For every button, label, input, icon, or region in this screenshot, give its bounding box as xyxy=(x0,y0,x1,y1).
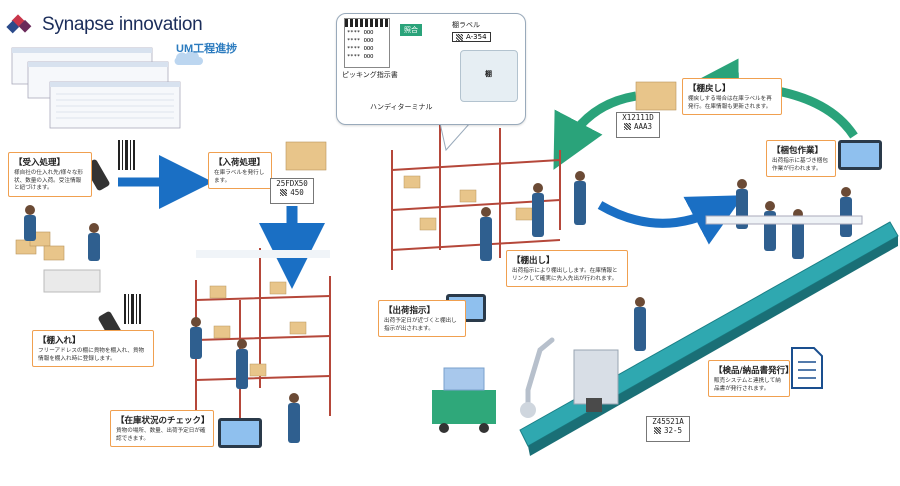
step-title: 【棚入れ】 xyxy=(38,336,81,346)
cart-icon xyxy=(432,367,496,433)
step-desc: 出荷指示に基づき梱包作業が行われます。 xyxy=(772,158,828,172)
step-shipping-instr: 【出荷指示】 出荷予定日が近づくと棚出し指示が出されます。 xyxy=(378,300,466,338)
sheet-cell: OOO xyxy=(363,54,374,60)
terminal-label: ハンディターミナル xyxy=(370,103,433,111)
label-qty: AAA3 xyxy=(633,122,653,131)
step-arrival: 【入荷処理】 在庫ラベルを発行します。 xyxy=(208,152,272,190)
step-inspection: 【検品/納品書発行】 販売システムと連携して納品書が発行されます。 xyxy=(708,360,794,398)
conveyor-box-dark xyxy=(586,398,602,412)
step-title: 【梱包作業】 xyxy=(772,146,824,156)
label-qty: 450 xyxy=(290,188,304,197)
shelf-label-code-box: A-354 xyxy=(452,32,491,42)
sheet-cell: **** xyxy=(347,54,361,60)
cardboard-box-icon xyxy=(15,81,677,261)
shelving-rack-icon xyxy=(195,248,331,440)
picking-sheet: **** OOO **** OOO **** OOO **** OOO xyxy=(344,18,390,68)
label-code: 25FDX50 xyxy=(276,179,308,188)
document-icon xyxy=(791,347,823,389)
step-title: 【出荷指示】 xyxy=(384,306,436,316)
logo-icon xyxy=(6,14,32,34)
barcode-icon xyxy=(118,140,141,324)
label-code: X12111D xyxy=(622,113,654,122)
step-desc: 販売システムと連携して納品書が発行されます。 xyxy=(714,378,781,392)
bubble-pointer xyxy=(439,122,472,152)
step-title: 【検品/納品書発行】 xyxy=(714,366,794,376)
step-desc: 棚戻しする場合は在庫ラベルを再発行。在庫情報も更新されます。 xyxy=(688,96,772,110)
step-storage: 【棚入れ】 フリーアドレスの棚に貨物を棚入れ、貨物情報を棚入れ時に登録します。 xyxy=(32,330,154,368)
sheet-cell: OOO xyxy=(363,30,374,36)
sheet-cell: OOO xyxy=(363,46,374,52)
step-picking: 【棚出し】 出荷指示により棚出しします。在庫情報とリンクして確実に先入先出が行わ… xyxy=(506,250,628,288)
shelf-label-code: A-354 xyxy=(466,33,487,41)
label-code: Z45521A xyxy=(652,417,684,426)
worker-icon xyxy=(24,171,852,443)
flow-arrow-restock-2 xyxy=(553,91,637,170)
step-desc: フリーアドレスの棚に貨物を棚入れ、貨物情報を棚入れ時に登録します。 xyxy=(38,348,145,362)
step-packing: 【梱包作業】 出荷指示に基づき梱包作業が行われます。 xyxy=(766,140,836,178)
qr-icon xyxy=(280,189,288,196)
step-desc: 出荷指示により棚出しします。在庫情報とリンクして確実に先入先出が行われます。 xyxy=(512,268,618,282)
step-title: 【受入処理】 xyxy=(14,158,66,168)
match-tag: 照合 xyxy=(400,24,422,36)
software-screens-icon xyxy=(11,47,181,129)
robot-arm-icon xyxy=(520,337,555,418)
step-desc: 在庫ラベルを発行します。 xyxy=(214,170,265,184)
packing-table xyxy=(705,215,863,225)
brand-name: Synapse innovation xyxy=(42,14,203,35)
step-restock: 【棚戻し】 棚戻しする場合は在庫ラベルを再発行。在庫情報も更新されます。 xyxy=(682,78,782,116)
sheet-cell: OOO xyxy=(363,38,374,44)
restock-label: X12111D AAA3 xyxy=(616,112,660,138)
step-receiving: 【受入処理】 様自社の仕入れ先/様々な形状、数量の入荷。受注情報と紐づけます。 xyxy=(8,152,92,197)
step-desc: 出荷予定日が近づくと棚出し指示が出されます。 xyxy=(384,318,457,332)
step-title: 【棚出し】 xyxy=(512,256,555,266)
step-title: 【入荷処理】 xyxy=(214,158,266,168)
step-desc: 様自社の仕入れ先/様々な形状、数量の入荷。受注情報と紐づけます。 xyxy=(14,170,84,192)
inspection-machine xyxy=(573,349,619,405)
product-name: UM工程進捗 xyxy=(176,43,238,55)
step-inventory: 【在庫状況のチェック】 貨物の場所、数量、出荷予定日が確認できます。 xyxy=(110,410,214,448)
step-title: 【棚戻し】 xyxy=(688,84,731,94)
shelf-closeup-label: 棚 xyxy=(485,70,492,78)
step-desc: 貨物の場所、数量、出荷予定日が確認できます。 xyxy=(116,428,206,442)
conveyor-label: Z45521A 32-5 xyxy=(646,416,690,442)
qr-icon xyxy=(623,123,631,130)
cloud-icon xyxy=(174,50,203,65)
shelf-closeup: 棚 xyxy=(460,50,518,102)
sheet-cell: **** xyxy=(347,38,361,44)
sheet-cell: **** xyxy=(347,46,361,52)
brand-header: Synapse innovation xyxy=(10,14,203,36)
arrival-label: 25FDX50 450 xyxy=(270,178,314,204)
flow-arrow-to-packing xyxy=(597,195,744,245)
sheet-cell: **** xyxy=(347,30,361,36)
picking-sheet-label: ピッキング指示書 xyxy=(342,71,398,79)
receiving-table xyxy=(43,269,101,293)
step-title: 【在庫状況のチェック】 xyxy=(116,416,210,426)
qr-icon xyxy=(653,427,661,434)
shelf-label-title: 棚ラベル xyxy=(452,21,480,29)
label-qty: 32-5 xyxy=(663,426,683,435)
qr-icon xyxy=(456,33,463,41)
